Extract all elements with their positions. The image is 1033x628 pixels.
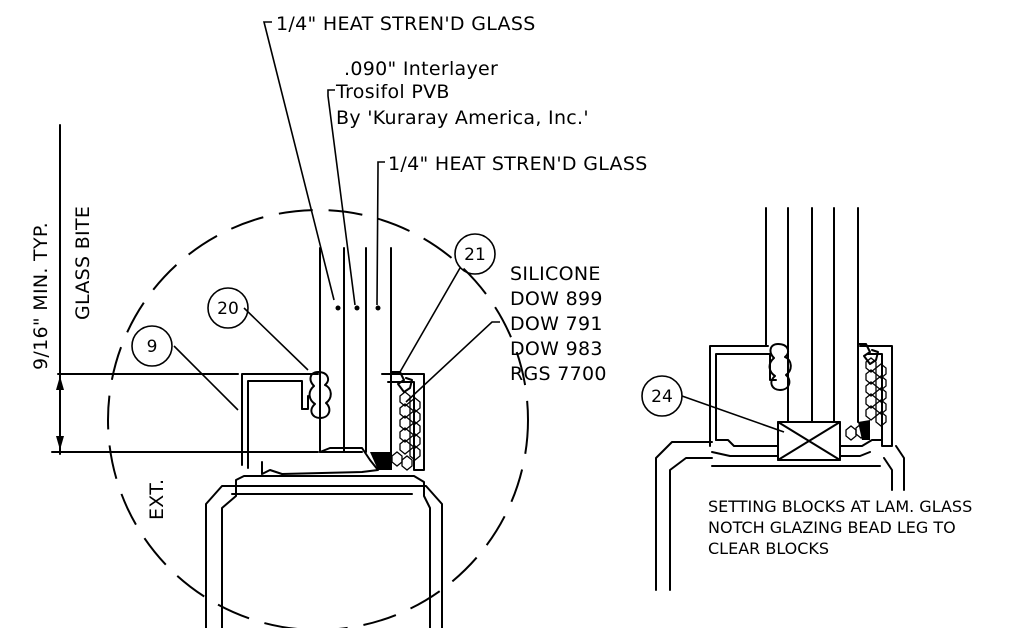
glazing-gasket <box>308 371 332 419</box>
callout-24: 24 <box>651 387 673 407</box>
leader-24 <box>681 395 785 433</box>
callout-21-bubble <box>454 233 496 275</box>
callout-24-bubble <box>641 375 683 417</box>
exterior-label: EXT. <box>146 479 168 520</box>
callout-9: 9 <box>147 337 158 357</box>
silicone-header: SILICONE <box>510 263 601 285</box>
silicone-item-3: DOW 983 <box>510 338 603 360</box>
leader-interlayer <box>327 89 356 306</box>
heel-bead <box>370 452 392 470</box>
r-frame-outer-left <box>655 441 713 591</box>
note-line-1: SETTING BLOCKS AT LAM. GLASS <box>708 497 972 516</box>
inner-glass-label: 1/4" HEAT STREN'D GLASS <box>388 153 648 175</box>
leader-9 <box>173 345 239 411</box>
setting-block <box>261 447 379 475</box>
outer-glass-label: 1/4" HEAT STREN'D GLASS <box>276 13 536 35</box>
leader-inner-glass <box>376 161 385 306</box>
detail-circle <box>107 209 529 628</box>
glass-dot-2 <box>354 305 360 311</box>
callout-20: 20 <box>217 299 239 319</box>
interlayer-label-1: .090" Interlayer <box>344 58 498 80</box>
leader-20 <box>243 307 309 371</box>
silicone-item-2: DOW 791 <box>510 313 603 335</box>
callout-21: 21 <box>464 245 486 265</box>
r-glazing-bead <box>859 345 893 447</box>
gasket-hook <box>301 395 309 410</box>
r-floor-lip <box>711 451 871 457</box>
r-glazing-gasket <box>768 343 792 391</box>
leader-silicone <box>405 321 500 403</box>
r-block-x2 <box>777 421 841 461</box>
foam-honeycomb-right <box>845 357 887 441</box>
glass-dot-3 <box>375 305 381 311</box>
r-frame-inner-right <box>883 457 893 491</box>
leader-21 <box>399 267 461 373</box>
r-pocket-floor <box>715 439 883 447</box>
interlayer-label-3: By 'Kuraray America, Inc.' <box>336 107 589 129</box>
r-heel-bead <box>858 420 870 440</box>
dim-arrow-bottom <box>56 436 64 450</box>
callout-20-bubble <box>207 287 249 329</box>
r-glazing-pocket <box>709 345 777 447</box>
interlayer-label-2: Trosifol PVB <box>335 81 450 103</box>
note-line-2: NOTCH GLAZING BEAD LEG TO <box>708 518 956 537</box>
r-frame-outer-right <box>895 445 905 491</box>
note-line-3: CLEAR BLOCKS <box>708 539 829 558</box>
bite-label: GLASS BITE <box>72 206 94 320</box>
frame-inner <box>221 475 431 628</box>
frame-outer <box>205 485 443 628</box>
glazing-bead <box>381 373 425 471</box>
bead-clip <box>391 371 413 393</box>
glass-dot-1 <box>335 305 341 311</box>
r-setting-block <box>777 421 841 461</box>
glazing-pocket <box>241 373 319 469</box>
silicone-item-4: RGS 7700 <box>510 363 607 385</box>
dim-arrow-top <box>56 376 64 390</box>
callout-9-bubble <box>131 325 173 367</box>
leader-outer-glass <box>262 21 335 301</box>
silicone-item-1: DOW 899 <box>510 288 603 310</box>
bite-dimension-label: 9/16" MIN. TYP. <box>30 222 52 370</box>
foam-honeycomb-left <box>391 391 421 471</box>
r-frame-inner-left <box>669 457 713 591</box>
r-bead-clip <box>857 343 879 365</box>
